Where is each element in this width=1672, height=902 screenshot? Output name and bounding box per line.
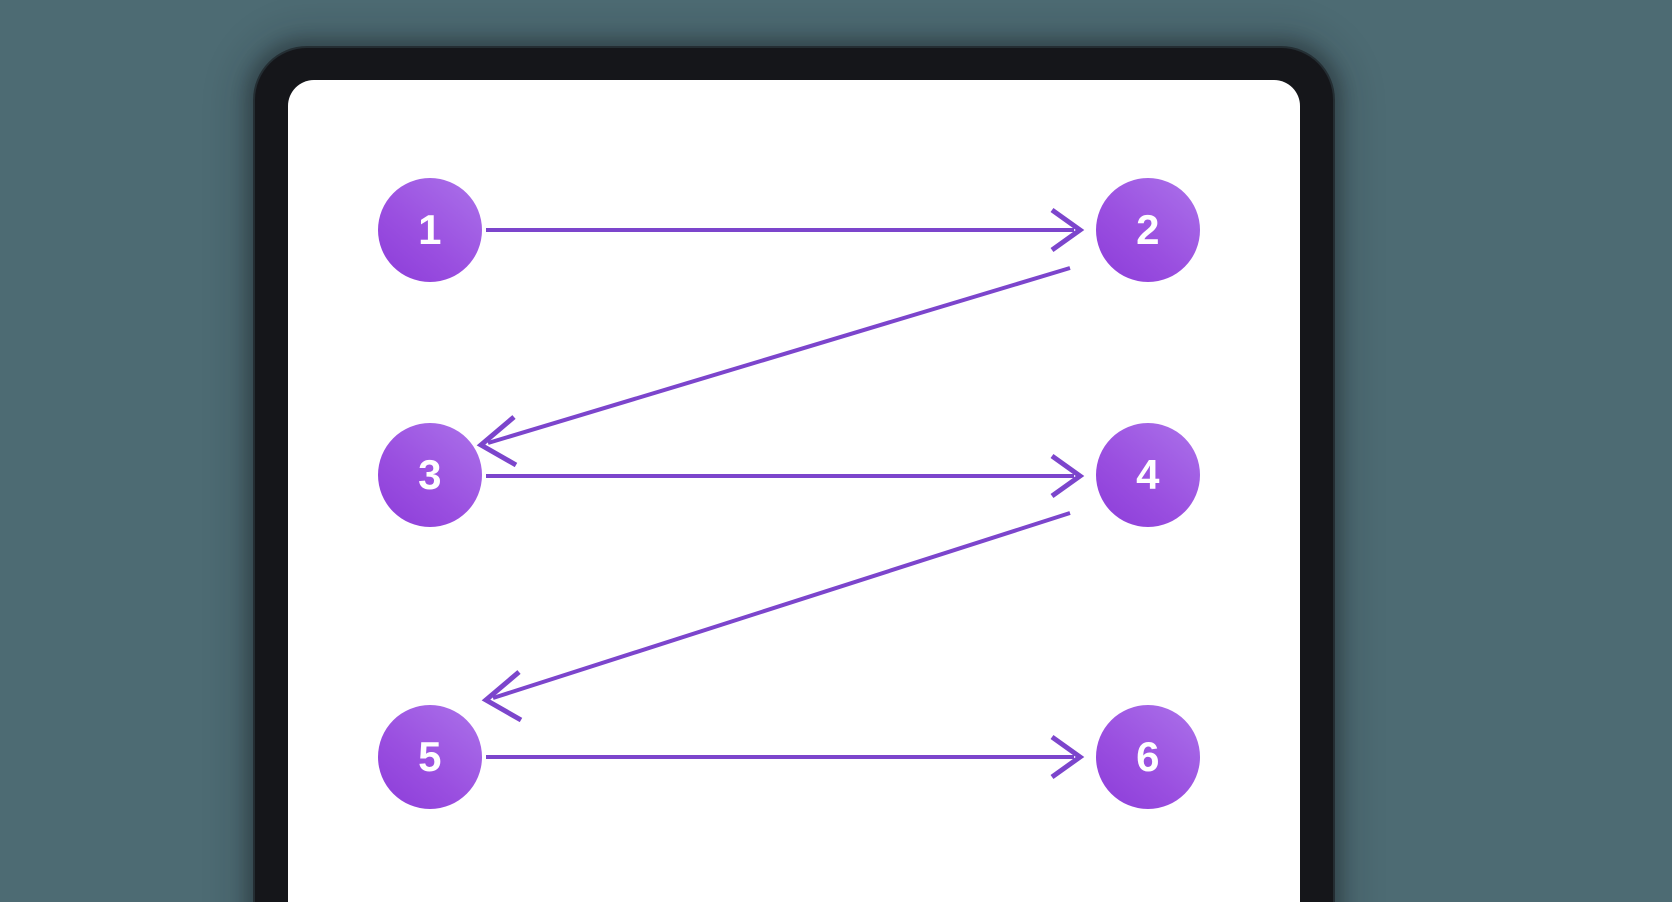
node-4[interactable]: 4 xyxy=(1096,423,1200,527)
edge-1-to-2[interactable] xyxy=(486,207,1085,253)
edge-4-to-5[interactable] xyxy=(481,511,1071,723)
edge-2-to-3[interactable] xyxy=(476,266,1071,468)
node-3[interactable]: 3 xyxy=(378,423,482,527)
node-5[interactable]: 5 xyxy=(378,705,482,809)
node-6[interactable]: 6 xyxy=(1096,705,1200,809)
node-2[interactable]: 2 xyxy=(1096,178,1200,282)
edge-3-to-4[interactable] xyxy=(486,453,1085,499)
node-1-label: 1 xyxy=(418,206,442,253)
node-6-label: 6 xyxy=(1136,733,1160,780)
edge-5-to-6[interactable] xyxy=(486,734,1085,780)
node-5-label: 5 xyxy=(418,733,442,780)
node-1[interactable]: 1 xyxy=(378,178,482,282)
edge-layer xyxy=(476,207,1085,780)
node-3-label: 3 xyxy=(418,451,442,498)
node-4-label: 4 xyxy=(1136,451,1160,498)
node-2-label: 2 xyxy=(1136,206,1160,253)
device-screen: 1 2 3 4 5 6 xyxy=(288,80,1300,902)
diagram-canvas[interactable]: 1 2 3 4 5 6 xyxy=(288,80,1300,902)
